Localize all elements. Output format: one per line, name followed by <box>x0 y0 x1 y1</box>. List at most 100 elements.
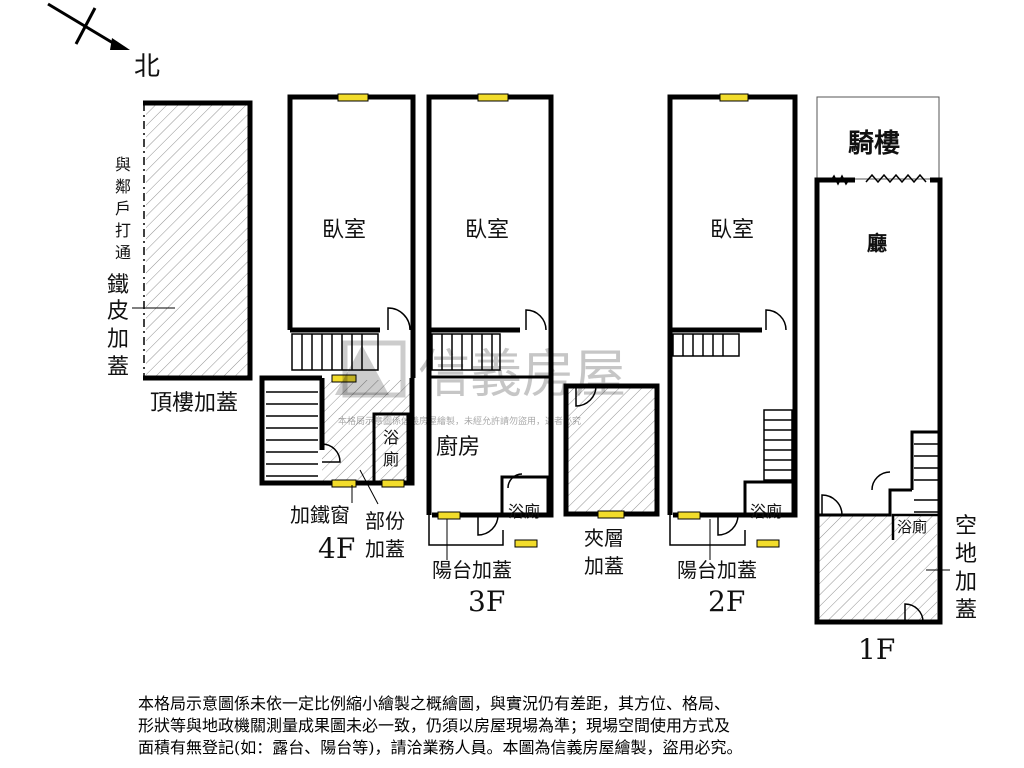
f1-front-door <box>904 603 924 623</box>
f4-iron-window-label: 加鐵窗 <box>290 503 350 527</box>
f3-balcony-label: 陽台加蓋 <box>432 558 512 582</box>
f4-partial-leader <box>359 469 379 505</box>
f3-bath-label: 浴廁 <box>508 502 540 521</box>
f1-yard-1: 空 <box>955 514 977 539</box>
disclaimer-line-3: 面積有無登記(如：露台、陽台等)，請洽業務人員。本圖為信義房屋繪製，盜用必究。 <box>138 738 743 757</box>
compass: 北 <box>47 2 160 82</box>
f3-balcony-door <box>477 514 499 536</box>
f4-lower-stairs <box>266 391 318 477</box>
f4-bottom-window-1 <box>331 479 357 488</box>
disclaimer: 本格局示意圖係未依一定比例縮小繪製之概繪圖，與實況仍有差距，其方位、格局、 形狀… <box>138 693 898 759</box>
f3-level-label: 3F <box>468 585 505 618</box>
f2-door <box>765 309 787 331</box>
f3-door <box>525 309 547 331</box>
mezz-hatch <box>566 388 656 514</box>
mezz-label-1: 夾層 <box>584 526 624 550</box>
f3-bedroom-label: 臥室 <box>465 218 509 243</box>
compass-needle <box>47 2 119 48</box>
f2-bath-label: 浴廁 <box>750 502 782 521</box>
f1-stair-door <box>871 471 891 491</box>
f3-bath-window <box>514 539 538 548</box>
mezz-door <box>575 385 597 407</box>
f3-balcony-wall <box>428 515 504 546</box>
f1-bath-wall <box>891 513 938 540</box>
f1-gate-right <box>865 173 927 184</box>
f4-partial-hatch <box>322 380 412 482</box>
roof-wall <box>143 100 253 381</box>
f4-bath-2: 廁 <box>383 450 399 469</box>
f2-balcony-label: 陽台加蓋 <box>677 558 757 582</box>
roof-material-2: 皮 <box>107 299 129 324</box>
f2-bath-window <box>756 539 780 548</box>
mezzanine: 夾層 加蓋 <box>563 383 660 578</box>
f1-stairs <box>914 443 938 513</box>
f1-outer-wall <box>814 177 943 625</box>
f1-arcade-label: 騎樓 <box>848 128 900 159</box>
f4-lower-door <box>321 443 341 463</box>
f4-door <box>387 307 411 331</box>
compass-cross <box>74 7 97 45</box>
f2-bath-wall <box>743 480 795 517</box>
roof-material-1: 鐵 <box>107 273 129 298</box>
f1-yard-door <box>821 494 843 516</box>
mezz-label-2: 加蓋 <box>584 554 624 578</box>
f3-kitchen-label: 廚房 <box>436 435 480 460</box>
f1-hall-label: 廳 <box>867 231 887 255</box>
compass-arrow-icon <box>110 38 130 50</box>
watermark: 信義房屋 本格局示意圖係信義房屋繪製，未經允許請勿盜用，違者必究 <box>335 340 626 427</box>
f2-top-window <box>719 93 749 102</box>
watermark-logo-icon <box>335 345 389 395</box>
disclaimer-line-1: 本格局示意圖係未依一定比例縮小繪製之概繪圖，與實況仍有差距，其方位、格局、 <box>138 694 731 713</box>
roof-material-4: 蓋 <box>107 355 129 380</box>
f4-partial-label-2: 加蓋 <box>365 537 405 561</box>
roof-label: 頂樓加蓋 <box>150 391 238 416</box>
f4-level-label: 4F <box>318 532 355 565</box>
floor-2: 臥室 浴廁 陽台加蓋 2F <box>667 93 798 618</box>
watermark-logo-frame <box>342 340 406 398</box>
f2-balcony-window <box>677 511 701 520</box>
f4-stairs <box>291 333 379 371</box>
f3-top-window <box>477 93 509 102</box>
f1-yard-4: 蓋 <box>955 598 977 623</box>
f3-balcony-window <box>437 511 461 520</box>
f4-mid-window <box>331 374 357 383</box>
watermark-fine-print: 本格局示意圖係信義房屋繪製，未經允許請勿盜用，違者必究 <box>338 415 581 427</box>
f1-yard-3: 加 <box>955 570 977 595</box>
f3-stairs <box>431 333 501 371</box>
f2-balcony-wall <box>669 515 746 546</box>
mezz-window <box>597 510 625 519</box>
floor-4: 臥室 浴 廁 加鐵窗 部份 加蓋 4 <box>259 93 416 565</box>
disclaimer-line-2: 形狀等與地政機關測量成果圖未必一致，仍須以房屋現場為準；現場空間使用方式及 <box>138 716 731 735</box>
f2-balcony-door <box>717 514 739 536</box>
f4-bath-1: 浴 <box>383 428 399 447</box>
f3-bath-door <box>507 473 523 489</box>
f2-outer-wall <box>667 94 798 518</box>
f4-partial-label-1: 部份 <box>365 509 405 533</box>
roof-hatch <box>146 103 248 378</box>
roof-note-5: 通 <box>115 243 131 262</box>
f2-level-label: 2F <box>708 585 745 618</box>
f1-yard-2: 地 <box>955 542 977 567</box>
f2-stairs <box>672 333 740 357</box>
f1-bath-label: 浴廁 <box>897 518 927 536</box>
f1-stair-wall <box>910 430 940 490</box>
f2-bedroom-label: 臥室 <box>710 218 754 243</box>
f1-arcade-box <box>816 96 940 180</box>
f1-level-label: 1F <box>858 633 895 666</box>
f4-bedroom-label: 臥室 <box>322 218 366 243</box>
compass-label: 北 <box>134 52 160 82</box>
roof-addition: 頂樓加蓋 與 鄰 戶 打 通 鐵 皮 加 蓋 <box>107 100 253 416</box>
roof-note-4: 打 <box>115 221 131 240</box>
roof-note-2: 鄰 <box>115 177 131 196</box>
floor-3: 臥室 廚房 浴廁 陽台加蓋 3F <box>426 93 554 618</box>
watermark-brand: 信義房屋 <box>418 345 626 405</box>
f1-yard-wall <box>817 488 912 517</box>
f4-lower-wall <box>259 375 415 486</box>
f4-top-window <box>337 93 369 102</box>
f2-lower-stairs <box>763 409 793 481</box>
roof-note-1: 與 <box>115 155 131 174</box>
roof-note-3: 戶 <box>115 199 131 218</box>
floor-1: 騎樓 廳 浴廁 空 地 加 蓋 1F <box>814 96 977 666</box>
roof-material-3: 加 <box>107 327 129 352</box>
